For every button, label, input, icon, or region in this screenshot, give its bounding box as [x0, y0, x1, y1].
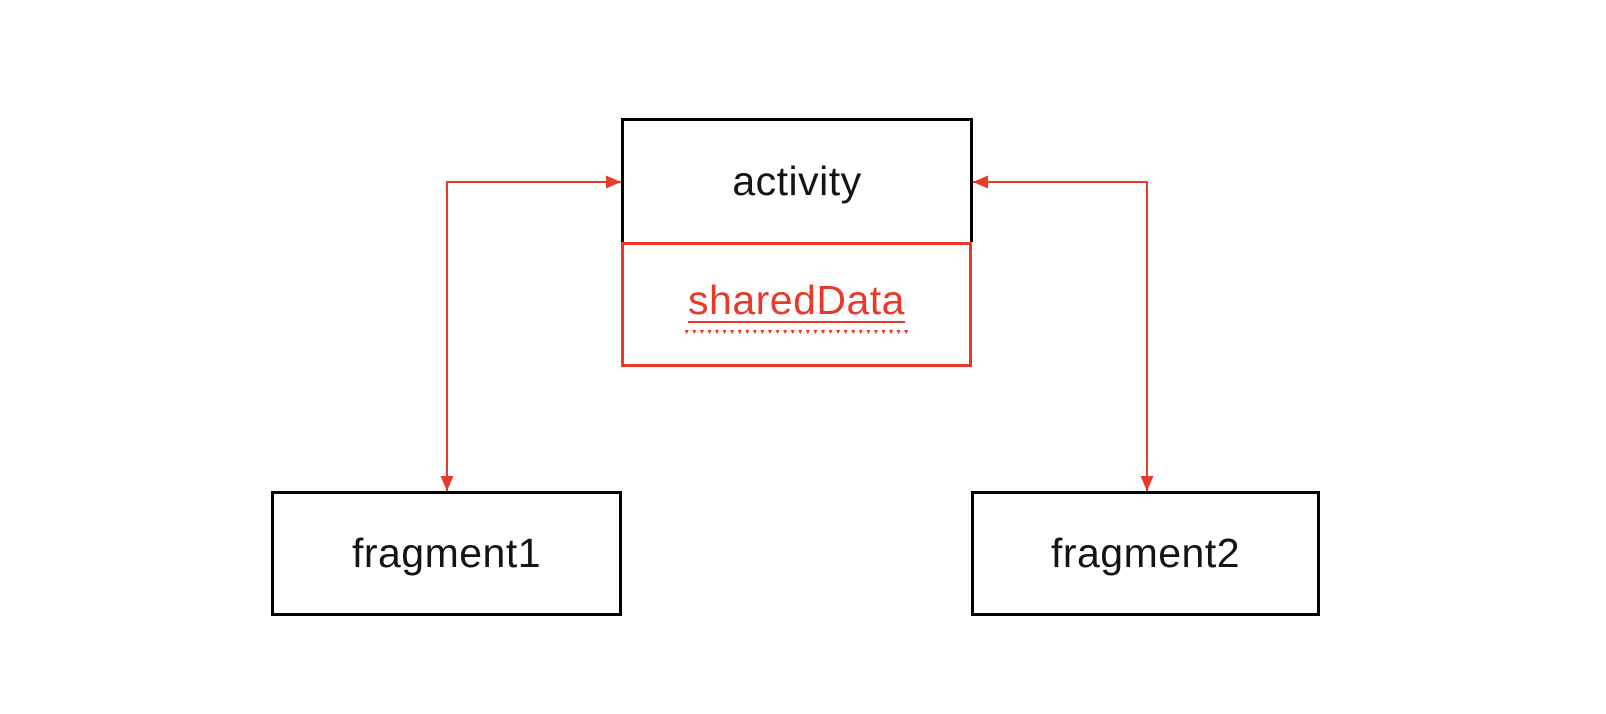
shared-data-label: sharedData — [688, 277, 905, 323]
shared-data-box: sharedData — [621, 242, 972, 367]
fragment1-box: fragment1 — [271, 491, 622, 616]
squiggle-underline-icon — [684, 330, 909, 335]
activity-label: activity — [732, 158, 862, 204]
arrowhead-into-fragment2-icon — [1140, 476, 1154, 491]
fragment1-label: fragment1 — [351, 530, 542, 576]
connector-activity-fragment2 — [973, 175, 1154, 491]
connector-activity-fragment1-line — [446, 181, 621, 491]
arrowhead-into-activity-right-icon — [973, 175, 988, 189]
shared-data-label-wrap: sharedData — [684, 277, 909, 335]
connector-activity-fragment2-line — [973, 181, 1148, 491]
connector-activity-fragment1 — [440, 175, 621, 491]
fragment2-label: fragment2 — [1050, 530, 1241, 576]
activity-box: activity — [621, 118, 973, 242]
arrowhead-into-activity-left-icon — [606, 175, 621, 189]
arrowhead-into-fragment1-icon — [440, 476, 454, 491]
fragment2-box: fragment2 — [971, 491, 1320, 616]
